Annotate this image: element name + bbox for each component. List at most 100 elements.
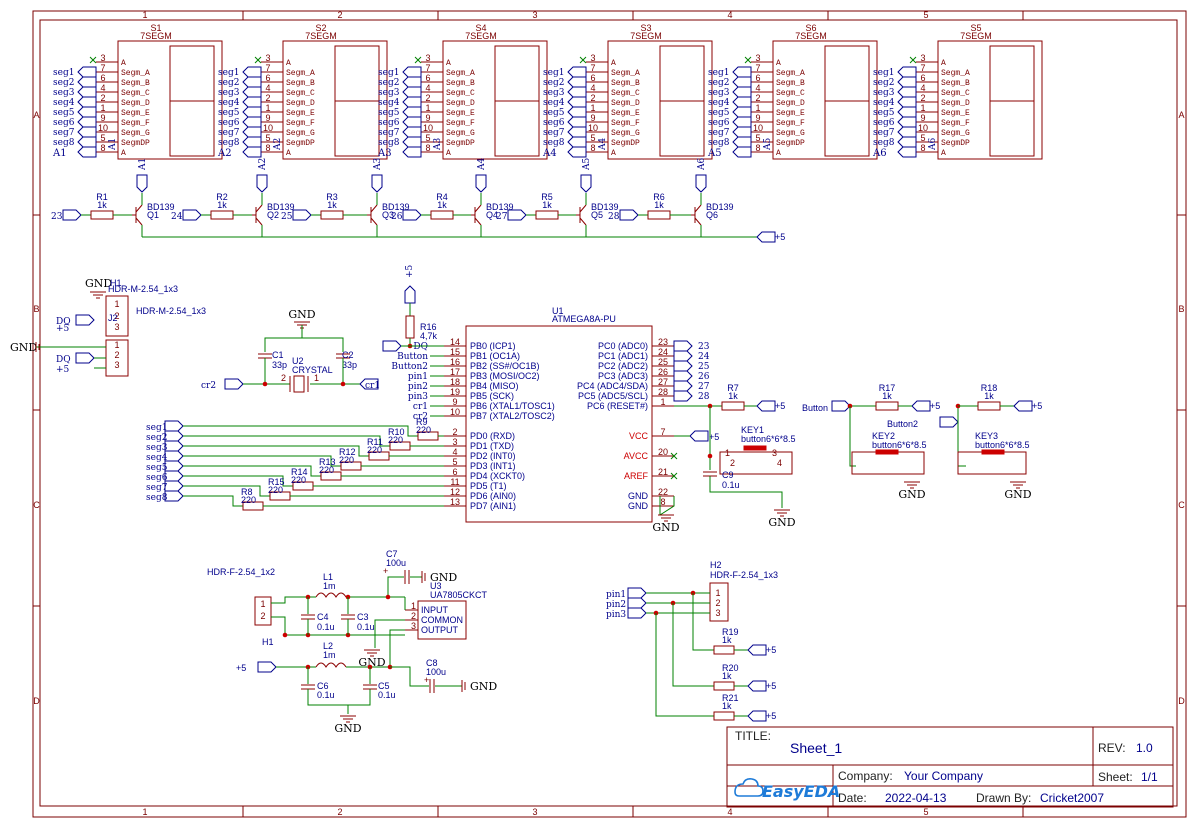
net-flag-anode [136, 174, 148, 193]
mcu-pin-name: PD7 (AIN1) [470, 501, 516, 511]
header-ref: H1 [262, 637, 274, 647]
pin-number: 8 [755, 143, 760, 153]
net-flag-pin [627, 587, 647, 599]
pin-name: Segm_G [611, 129, 640, 138]
net-label-seg: seg4 [708, 98, 730, 108]
display-body [937, 40, 1043, 160]
net-flag-anode [256, 174, 268, 193]
net-flag-seg [164, 490, 184, 502]
transistor-collector [370, 204, 378, 213]
mcu-power-name: GND [628, 491, 649, 501]
mcu-power-name: VCC [629, 431, 649, 441]
pin-number: 2 [265, 93, 270, 103]
net-label-seg: seg7 [543, 128, 565, 138]
pin-name: Segm_F [941, 119, 970, 128]
pin-name: Segm_C [286, 89, 315, 98]
header-pin-number: 2 [715, 598, 720, 608]
transistor-emitter [255, 217, 263, 226]
inductor-l1 [315, 592, 347, 598]
net-flag-seg [242, 96, 262, 108]
pin-name: A [121, 59, 126, 68]
net-label-seg: seg8 [378, 138, 400, 148]
transistor-type: BD139 [382, 202, 410, 212]
display-type: 7SEGM [140, 31, 172, 41]
net-label-seg: seg3 [218, 88, 240, 98]
pin-name: Segm_A [611, 69, 640, 78]
resistor [713, 645, 735, 655]
pin-number: 5 [590, 133, 595, 143]
pin-name: A [611, 59, 616, 68]
net-flag-seg [897, 86, 917, 98]
mcu-pin-number: 5 [452, 457, 457, 467]
mcu-pin-name: PB0 (ICP1) [470, 341, 516, 351]
resistor-r16 [405, 315, 415, 339]
header-pin-number: 2 [114, 350, 119, 360]
pin-number: 6 [425, 73, 430, 83]
net-label-portc: 27 [698, 382, 710, 392]
net-label-seg: seg8 [708, 138, 730, 148]
anode-corner-label: A6 [928, 138, 938, 151]
net-label-p5: +5 [1032, 401, 1042, 411]
pin-number: 5 [755, 133, 760, 143]
mcu-pin-name: PC2 (ADC2) [598, 361, 648, 371]
net-flag-anode [580, 174, 592, 193]
pin-number: 9 [100, 113, 105, 123]
net-flag-seg [164, 470, 184, 482]
net-flag-seg [897, 126, 917, 138]
no-connect-mark [909, 56, 917, 64]
pin-number: 9 [755, 113, 760, 123]
net-label-portc: 23 [698, 342, 710, 352]
net-flag-portc [673, 380, 693, 392]
pin-name: Segm_C [941, 89, 970, 98]
net-label-anode: A1 [52, 148, 67, 159]
pin-number: 10 [423, 123, 433, 133]
net-flag-dq [75, 352, 95, 364]
mcu-pin-number: 10 [450, 407, 460, 417]
pin-name: A [776, 59, 781, 68]
net-label-seg: seg3 [873, 88, 895, 98]
pin-name: Segm_E [446, 109, 475, 118]
resistor-value: 1k [97, 200, 107, 210]
mcu-pin-number: 27 [658, 377, 668, 387]
net-flag-gpio [62, 209, 82, 221]
pin-number: 3 [425, 53, 430, 63]
pin-name: Segm_E [611, 109, 640, 118]
mcu-power-name: AVCC [624, 451, 649, 461]
transistor-type: BD139 [486, 202, 514, 212]
net-flag-cr2 [224, 378, 244, 390]
display-body [442, 40, 548, 160]
capacitor-ref: C5 [378, 681, 390, 691]
mcu-pin-number: 9 [452, 397, 457, 407]
display-ref: S3 [640, 23, 651, 33]
net-label-seg: seg2 [378, 78, 399, 88]
resistor-ref: R10 [388, 427, 405, 437]
anode-corner-label: A1 [108, 138, 118, 151]
net-flag-seg [732, 66, 752, 78]
net-flag-portc [673, 340, 693, 352]
net-flag-seg [732, 126, 752, 138]
crystal-pin: 1 [314, 373, 319, 383]
mcu-pin-number: 24 [658, 347, 668, 357]
net-label-seg: seg6 [708, 118, 730, 128]
transistor-ref: Q5 [591, 210, 603, 220]
pin-number: 2 [755, 93, 760, 103]
pin-number: 5 [100, 133, 105, 143]
net-flag-button [939, 416, 959, 428]
resistor-ref: R1 [96, 192, 108, 202]
net-flag-anode [567, 146, 587, 158]
inductor-ref: L1 [323, 572, 333, 582]
pin-number: 7 [590, 63, 595, 73]
net-label-cr2: cr2 [201, 381, 216, 391]
mcu-pin-number: 26 [658, 367, 668, 377]
net-flag-seg [897, 76, 917, 88]
net-label-seg: seg8 [53, 138, 75, 148]
wire [183, 465, 321, 477]
net-flag-anode [732, 146, 752, 158]
key-pin: 2 [730, 458, 735, 468]
mcu-pin-number: 1 [660, 397, 665, 407]
wire [389, 629, 405, 668]
resistor-ref: R15 [268, 477, 285, 487]
inductor-value: 1m [323, 650, 336, 660]
resistor-value: 1k [728, 391, 738, 401]
